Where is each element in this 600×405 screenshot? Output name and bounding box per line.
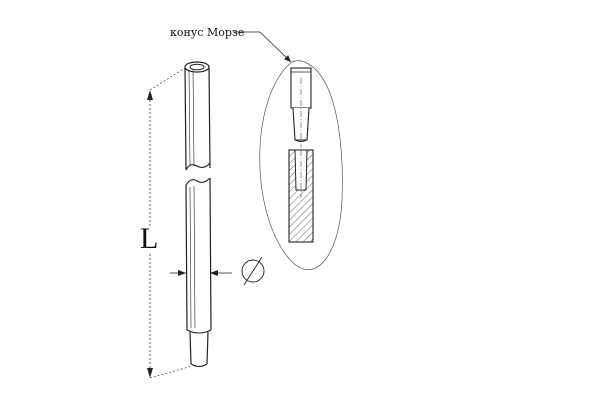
rod-top-end — [184, 61, 210, 73]
callout: конус Морзе — [170, 26, 292, 63]
rod-shoulder — [186, 329, 212, 334]
detail-view — [259, 60, 343, 270]
diameter-dimension: ⌀ — [170, 256, 265, 286]
length-dimension: L — [140, 67, 193, 379]
length-extension-top — [149, 67, 186, 91]
rod-top-bore — [189, 63, 205, 71]
rod-lower-shading — [189, 185, 196, 329]
diameter-symbol-circle — [241, 259, 265, 283]
rod-tip-end — [190, 363, 208, 368]
rod-lower-outline — [185, 177, 212, 331]
rod — [184, 61, 212, 368]
callout-label: конус Морзе — [170, 26, 244, 39]
rod-upper-outline — [184, 65, 211, 171]
rod-upper-shading — [188, 69, 195, 167]
length-arrow-bottom — [147, 368, 153, 378]
taper-male-part — [290, 67, 312, 148]
rod-break-upper — [185, 162, 211, 171]
length-label: L — [140, 222, 158, 255]
diameter-arrow-right — [210, 270, 218, 276]
length-arrow-top — [147, 90, 153, 100]
length-extension-bottom — [149, 365, 193, 379]
rod-break-lower — [185, 177, 211, 186]
taper-socket-section — [288, 149, 314, 243]
callout-leader-arrow — [259, 31, 292, 63]
diameter-arrow-left — [178, 270, 186, 276]
detail-boundary-ellipse — [259, 60, 343, 270]
diameter-symbol-slash — [243, 256, 263, 286]
rod-tip-outline — [189, 331, 209, 365]
